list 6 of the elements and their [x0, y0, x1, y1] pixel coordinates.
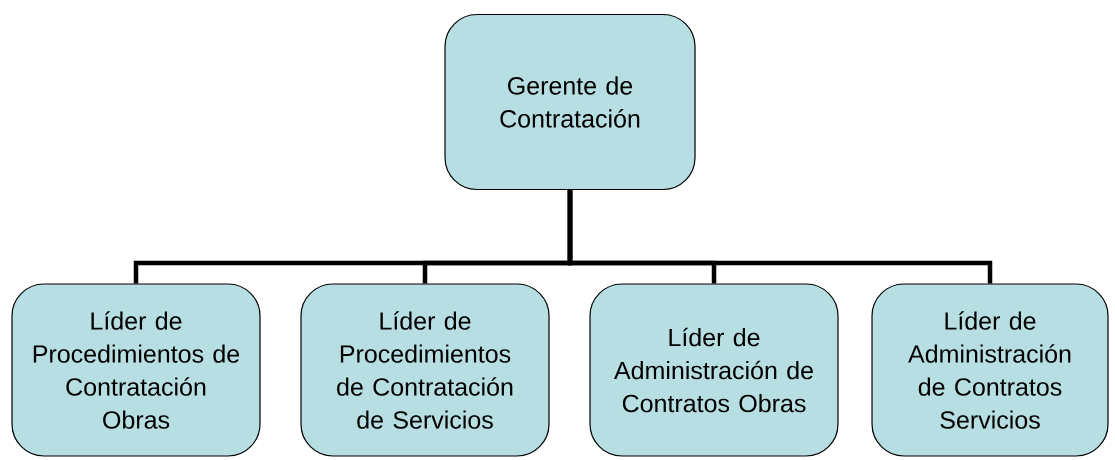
connector — [567, 190, 993, 284]
org-box: Líder de Administración de Contratos Obras — [589, 283, 839, 457]
org-box: Líder de Procedimientos de Contratación de Servicios — [300, 283, 550, 457]
org-box: Líder de Administración de Contratos Servicios — [871, 283, 1109, 457]
org-box: Líder de Procedimientos de Contratación Obras — [11, 283, 261, 457]
org-box: Gerente de Contratación — [444, 13, 696, 191]
